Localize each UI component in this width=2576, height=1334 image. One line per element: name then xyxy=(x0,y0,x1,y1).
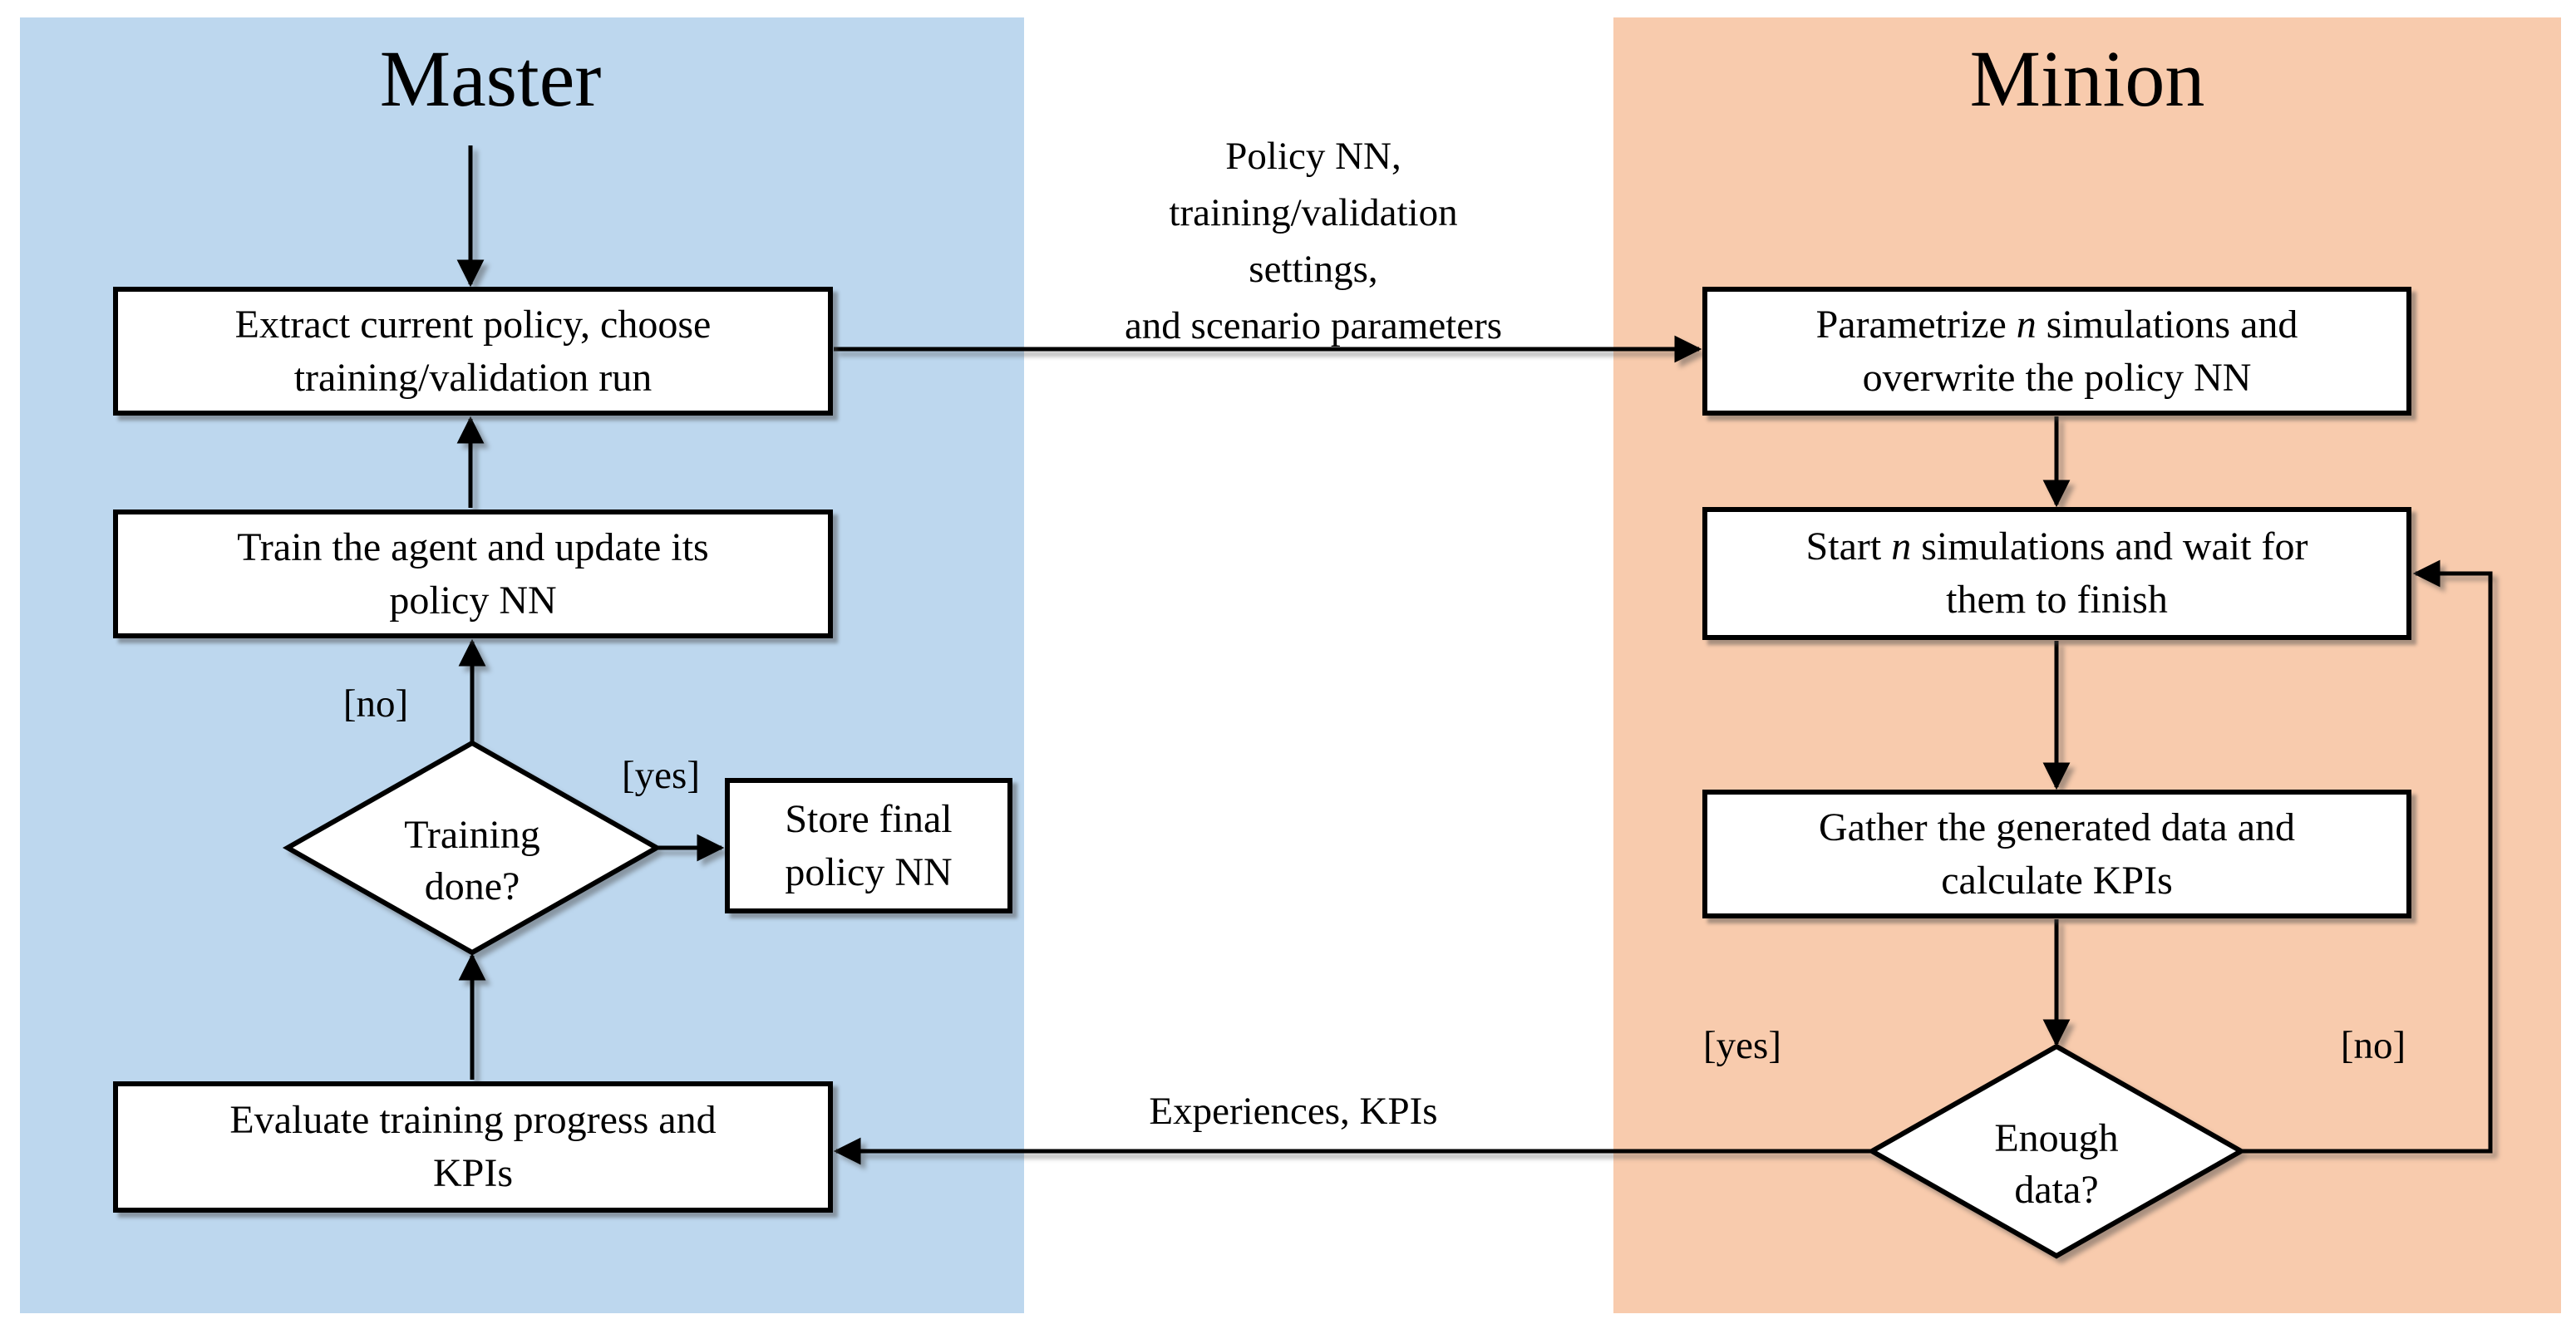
extract-policy-line2: training/validation run xyxy=(293,355,653,400)
parametrize-line1-post: simulations and xyxy=(2036,302,2298,347)
gather-data-box: Gather the generated data and calculate … xyxy=(1702,790,2411,918)
start-simulations-line2: them to finish xyxy=(1946,578,2168,622)
start-line1-pre: Start xyxy=(1805,524,1892,569)
gather-data-line2: calculate KPIs xyxy=(1941,858,2173,903)
enough-data-decision-diamond xyxy=(1866,1043,2247,1259)
store-final-policy-line1: Store final xyxy=(785,796,953,841)
train-agent-line1: Train the agent and update its xyxy=(237,524,709,569)
training-done-line1: Training xyxy=(404,813,540,857)
extract-policy-line1: Extract current policy, choose xyxy=(234,302,712,347)
enough-data-line1: Enough xyxy=(1994,1116,2119,1160)
start-line1-post: simulations and wait for xyxy=(1911,524,2308,569)
evaluate-progress-line1: Evaluate training progress and xyxy=(229,1098,717,1142)
store-final-policy-line2: policy NN xyxy=(785,849,953,894)
branch-label-yes-minion: [yes] xyxy=(1703,1024,1781,1068)
parametrize-simulations-line2: overwrite the policy NN xyxy=(1862,355,2252,400)
start-simulations-line1: Start n simulations and wait for xyxy=(1806,520,2308,573)
parametrize-line1-pre: Parametrize xyxy=(1815,302,2017,347)
train-agent-line2: policy NN xyxy=(389,578,557,623)
master-panel-title: Master xyxy=(379,34,602,123)
enough-data-decision-text: Enough data? xyxy=(1994,1113,2118,1216)
branch-label-yes-master: [yes] xyxy=(622,754,700,798)
start-simulations-box: Start n simulations and wait for them to… xyxy=(1702,507,2411,640)
parametrize-simulations-box: Parametrize n simulations and overwrite … xyxy=(1702,287,2411,416)
message-to-minion-line2: training/validation xyxy=(1169,191,1458,234)
training-done-decision-text: Training done? xyxy=(404,810,540,913)
train-agent-box: Train the agent and update its policy NN xyxy=(113,509,833,638)
enough-data-line2: data? xyxy=(2014,1168,2099,1212)
start-line1-var-n: n xyxy=(1891,524,1912,569)
arrow-decision-no-loop-to-start xyxy=(2241,559,2493,1154)
gather-data-line1: Gather the generated data and xyxy=(1818,805,2296,849)
message-to-minion-label: Policy NN, training/validation settings,… xyxy=(1125,128,1502,354)
message-to-minion-line4: and scenario parameters xyxy=(1124,304,1503,347)
parametrize-line1-var-n: n xyxy=(2016,302,2037,347)
message-to-minion-line3: settings, xyxy=(1249,248,1378,291)
training-done-decision-diamond xyxy=(282,740,662,956)
branch-label-no-minion: [no] xyxy=(2340,1024,2406,1068)
message-to-minion-line1: Policy NN, xyxy=(1225,135,1401,178)
extract-policy-box: Extract current policy, choose training/… xyxy=(113,287,833,416)
minion-panel-title: Minion xyxy=(1969,34,2205,123)
training-done-line2: done? xyxy=(424,864,520,908)
evaluate-progress-line2: KPIs xyxy=(432,1151,514,1195)
evaluate-progress-box: Evaluate training progress and KPIs xyxy=(113,1081,833,1213)
branch-label-no-master: [no] xyxy=(342,682,409,726)
parametrize-simulations-line1: Parametrize n simulations and xyxy=(1816,298,2298,352)
store-final-policy-box: Store final policy NN xyxy=(725,778,1012,913)
message-to-master-label: Experiences, KPIs xyxy=(1149,1090,1438,1133)
